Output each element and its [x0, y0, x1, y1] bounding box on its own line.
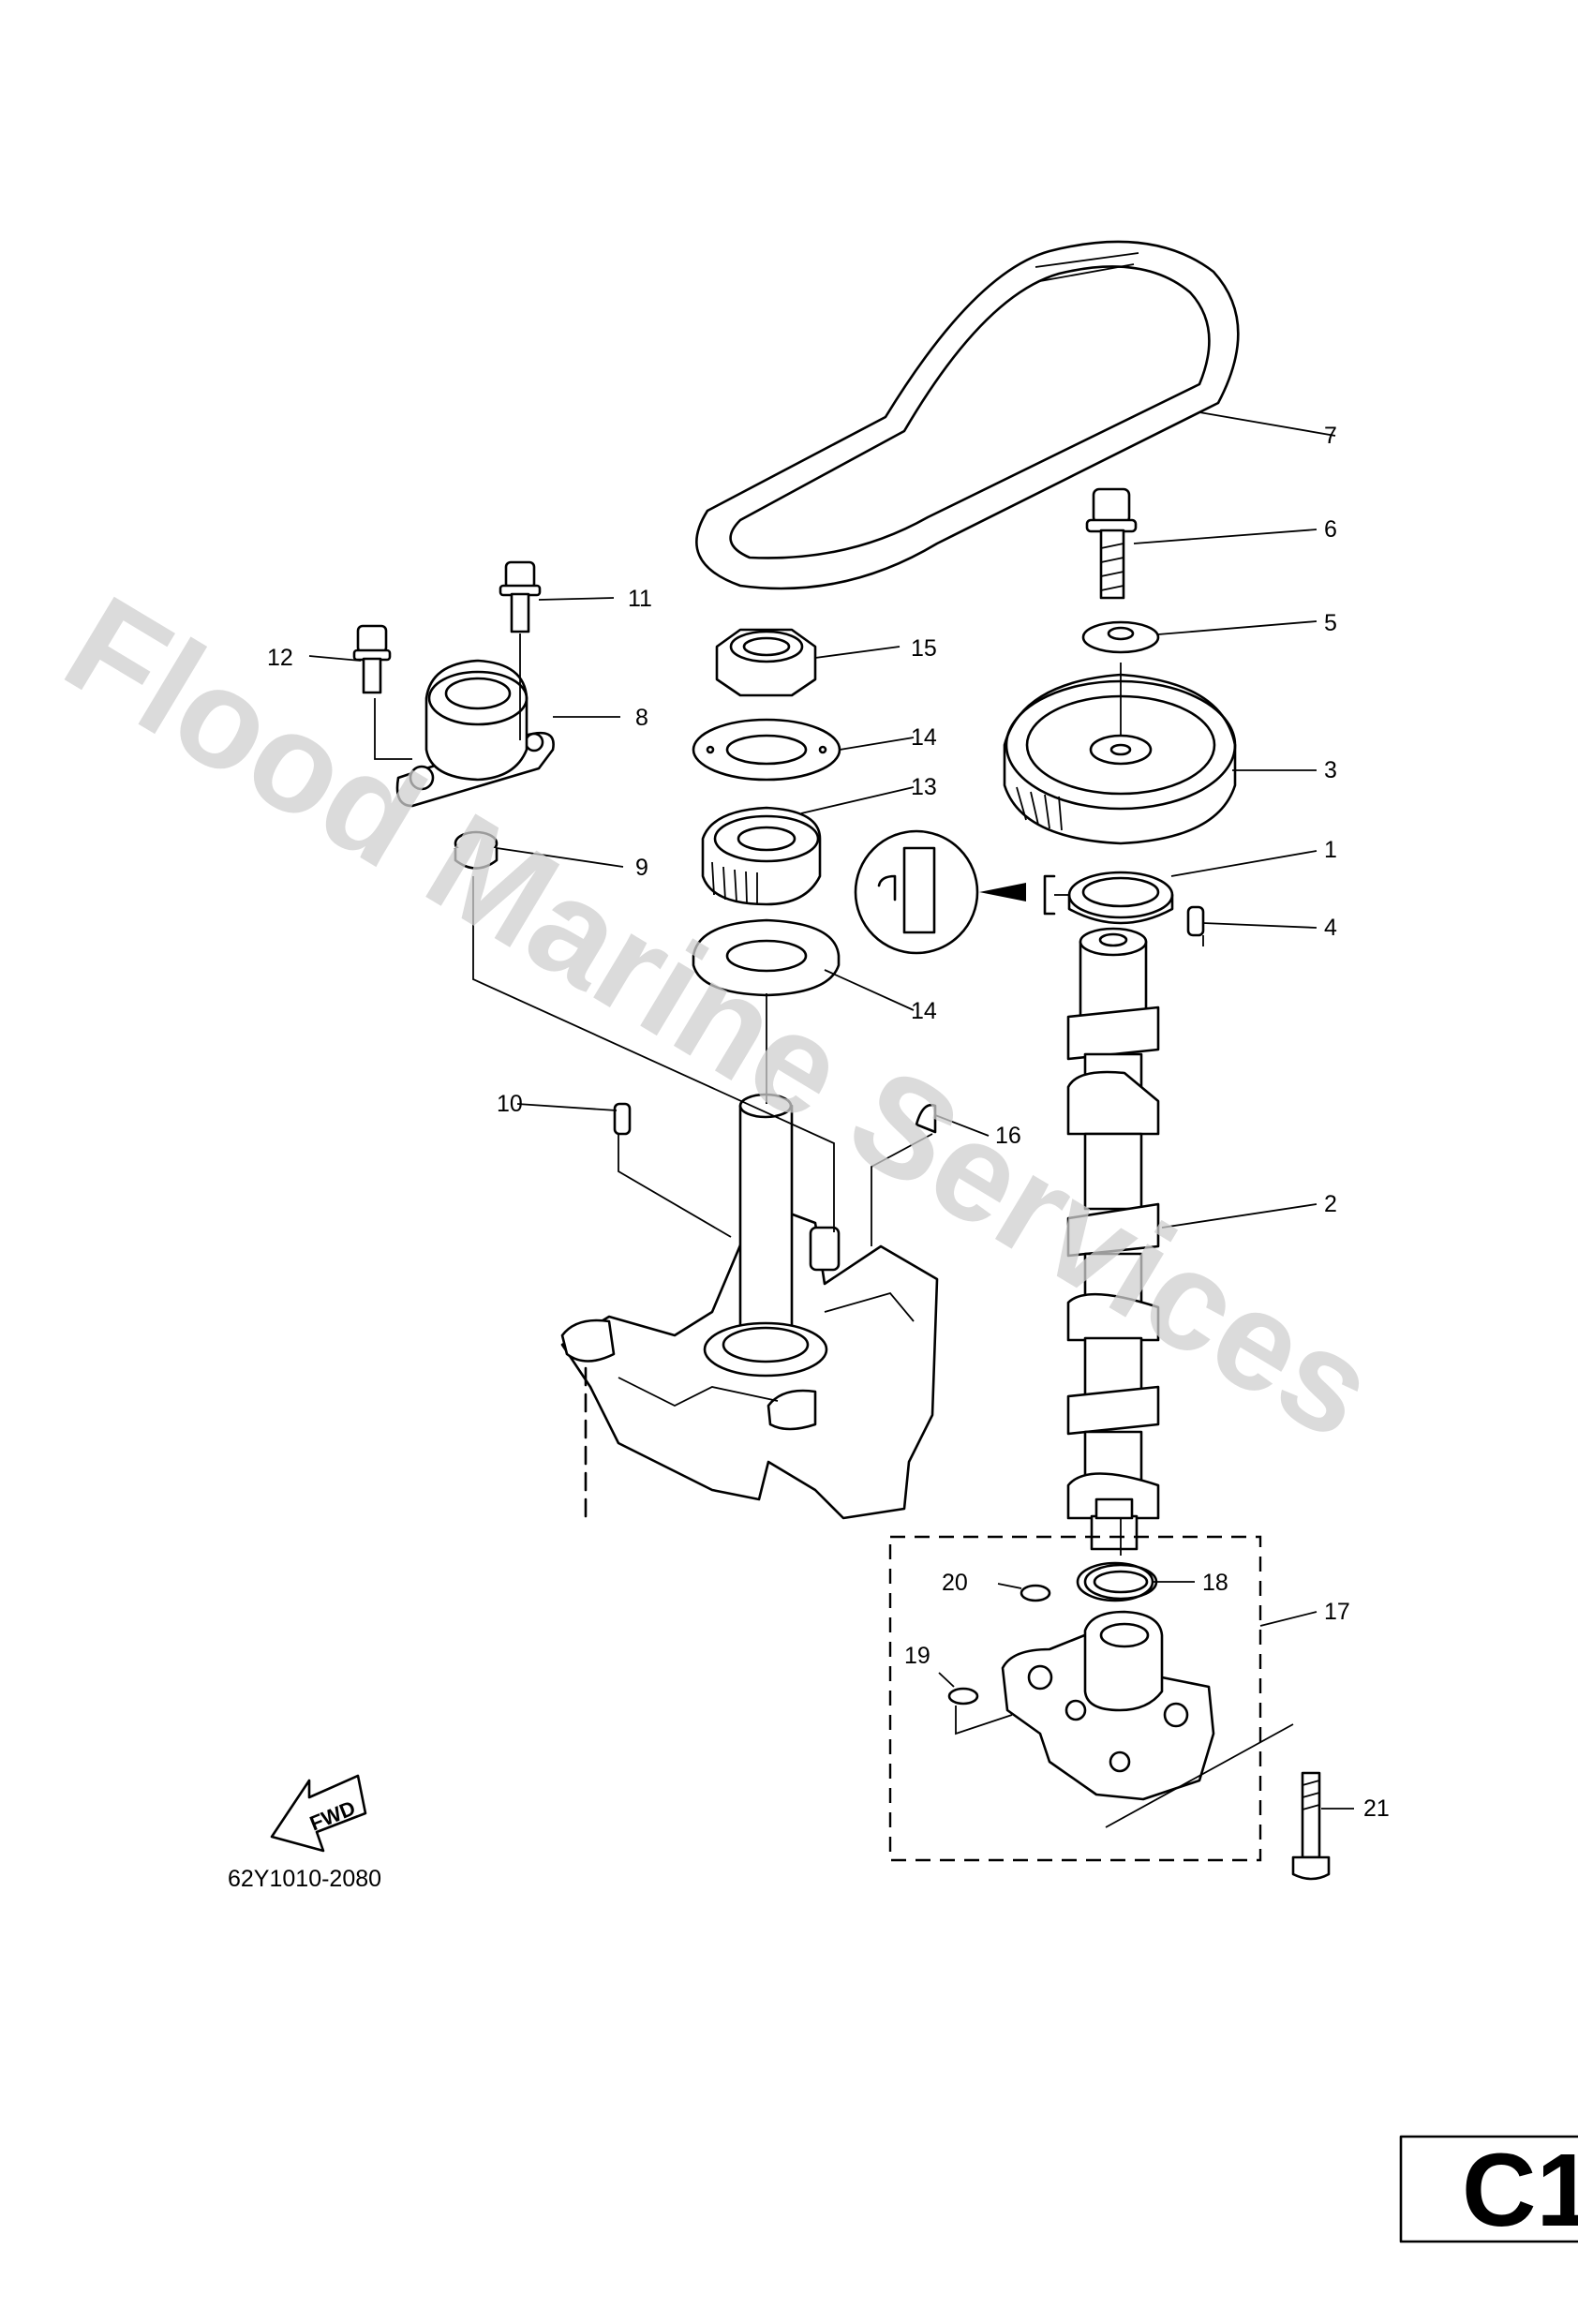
dowel-pin	[613, 1102, 632, 1136]
tensioner-spring	[454, 830, 499, 870]
diagram-code: 62Y1010-2080	[228, 1866, 381, 1892]
callout-14-upper: 14	[911, 724, 937, 751]
woodruff-key	[915, 1103, 937, 1134]
drive-plate-lower	[692, 918, 841, 997]
callout-7: 7	[1324, 423, 1337, 449]
drive-plate-upper	[692, 718, 841, 782]
washer	[1081, 620, 1160, 654]
callout-15: 15	[911, 635, 937, 662]
callout-10: 10	[497, 1091, 523, 1117]
seal-detail-inset	[854, 829, 1056, 955]
callout-8: 8	[635, 705, 648, 731]
callout-6: 6	[1324, 516, 1337, 543]
leader-lines	[308, 411, 1354, 1810]
camshaft-bolt	[1085, 487, 1138, 600]
belt-tensioner	[395, 659, 555, 808]
callout-18: 18	[1202, 1570, 1228, 1596]
callout-9: 9	[635, 855, 648, 881]
callout-4: 4	[1324, 915, 1337, 941]
callout-11: 11	[628, 586, 652, 612]
callout-1: 1	[1324, 837, 1337, 863]
callout-5: 5	[1324, 610, 1337, 636]
callout-2: 2	[1324, 1191, 1337, 1217]
callout-17: 17	[1324, 1599, 1350, 1625]
timing-belt	[695, 240, 1240, 590]
callout-3: 3	[1324, 757, 1337, 783]
cylinder-block	[560, 1093, 939, 1520]
callout-19: 19	[904, 1643, 930, 1669]
page-code: C1	[1462, 2133, 1578, 2248]
idler-bolt-short	[352, 624, 392, 694]
page-code-box: C1	[1399, 2133, 1578, 2248]
drive-gear	[701, 806, 822, 906]
dowel-pin-camshaft	[1186, 905, 1205, 937]
callout-21: 21	[1363, 1795, 1390, 1822]
oil-pump-assembly	[888, 1535, 1294, 1862]
pulley-nut	[715, 628, 817, 697]
forward-arrow-icon: FWD	[270, 1774, 367, 1853]
callout-labels: 1 2 3 4 5 6 7 8 9 10 11 12 13 14 14 15 1…	[267, 423, 1390, 1822]
callout-13: 13	[911, 774, 937, 800]
pump-bolt	[1291, 1771, 1331, 1881]
callout-14-lower: 14	[911, 998, 937, 1024]
camshaft-pulley	[1003, 663, 1237, 845]
callout-20: 20	[942, 1570, 968, 1596]
callout-16: 16	[995, 1123, 1021, 1149]
idler-bolt-small	[499, 560, 542, 633]
callout-12: 12	[267, 645, 293, 671]
oil-seal	[1067, 871, 1174, 925]
camshaft	[1066, 927, 1160, 1551]
